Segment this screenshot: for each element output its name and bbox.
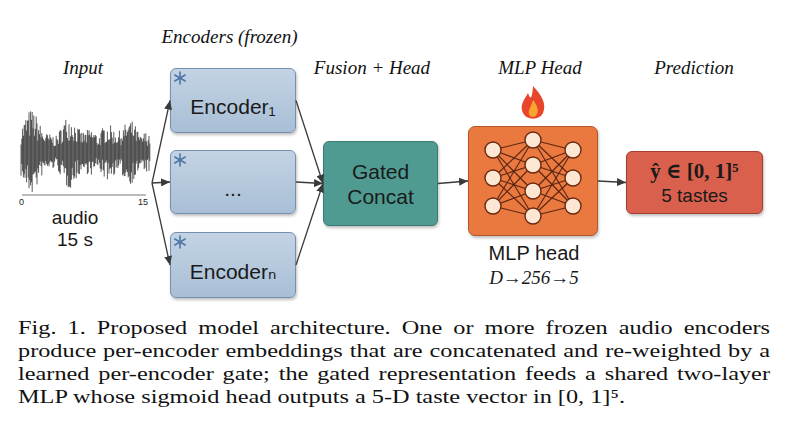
node-text: audio 15 s [45,207,105,251]
column-header: MLP Head [480,57,600,79]
node-text: Gated Concat [332,159,429,209]
column-header: Fusion + Head [302,57,442,79]
waveform-path [21,111,150,191]
flow-arrow [152,101,170,184]
encoder-box: Encoder₁ [170,68,296,133]
node-text: ŷ ∈ [0, 1]⁵ [650,159,738,184]
encoder-box: ... [170,150,296,214]
audio-waveform [21,111,150,191]
column-header: Input [43,57,123,79]
flow-arrow [296,182,323,184]
flow-arrow [296,184,323,266]
input-audio: audio 15 s [18,105,152,255]
node-text: MLP head [434,241,634,265]
node-text: Encoder₁ [190,94,275,119]
flow-arrow [598,181,626,183]
column-header: Prediction [634,57,754,79]
flow-arrow [296,101,323,184]
prediction-box: ŷ ∈ [0, 1]⁵5 tastes [626,151,763,214]
column-header: Encoders (frozen) [157,26,302,48]
axis-tick-label: 0 [19,197,29,207]
mlp-box: MLP headD→256→5 [468,126,598,236]
node-text: 5 tastes [661,184,728,207]
node-text: ... [224,176,242,201]
figure-caption: Fig. 1. Proposed model architecture. One… [18,316,770,408]
node-text: D→256→5 [434,266,634,290]
flow-arrow [152,183,170,265]
node-text: Encoderₙ [190,259,277,284]
flow-arrow [152,182,170,183]
axis-tick-label: 15 [138,197,152,207]
fusion-box: Gated Concat [323,141,438,226]
flow-arrow [438,181,468,184]
time-axis [22,195,146,196]
encoder-box: Encoderₙ [170,232,296,298]
flame-icon [522,86,545,119]
